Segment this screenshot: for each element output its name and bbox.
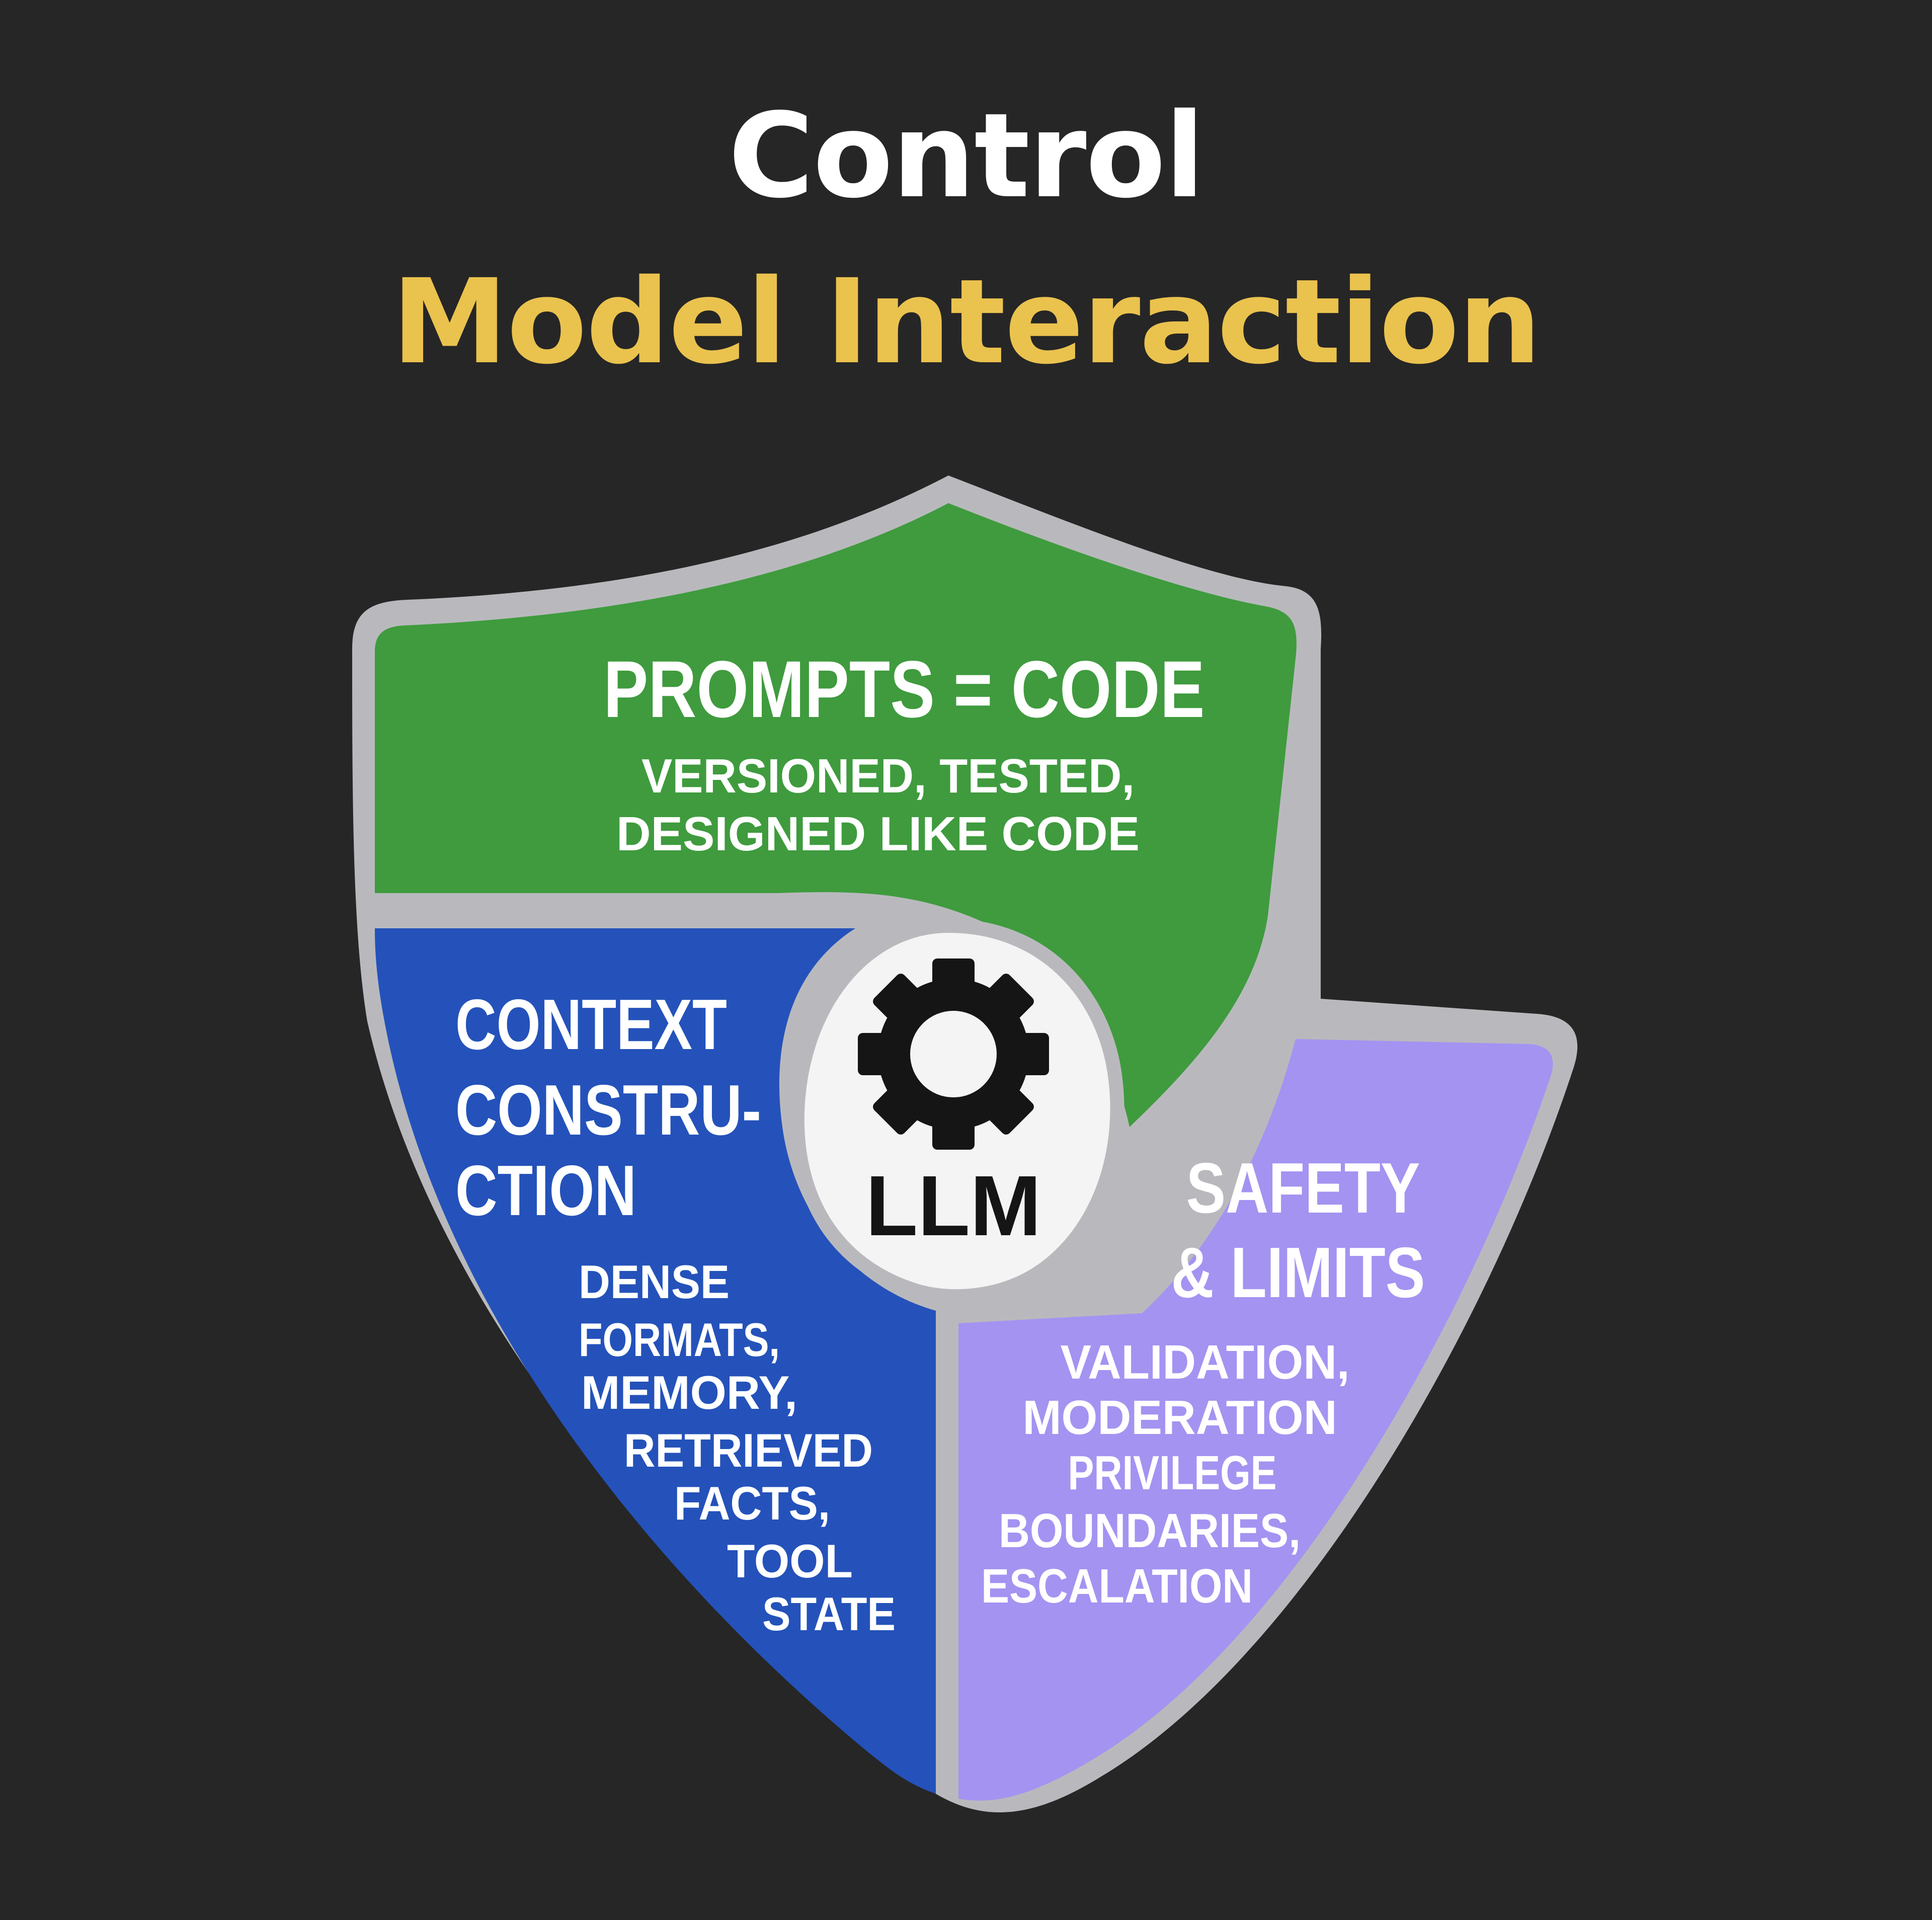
- context-body-line-5: FACTS,: [674, 1477, 830, 1530]
- safety-body-line-2: MODERATION: [1023, 1391, 1337, 1445]
- context-body-line-3: MEMORY,: [581, 1366, 797, 1419]
- gear-icon: [858, 958, 1049, 1150]
- safety-heading-line-1: SAFETY: [1186, 1148, 1420, 1228]
- title-control: Control: [728, 88, 1204, 224]
- safety-body-line-1: VALIDATION,: [1061, 1335, 1350, 1389]
- safety-body-line-5: ESCALATION: [981, 1559, 1253, 1613]
- prompts-body-line-1: VERSIONED, TESTED,: [641, 749, 1135, 803]
- safety-body-line-3: PRIVILEGE: [1068, 1446, 1277, 1500]
- hub-label: LLM: [865, 1158, 1041, 1254]
- safety-body-line-4: BOUNDARIES,: [999, 1504, 1301, 1558]
- prompts-body-line-2: DESIGNED LIKE CODE: [616, 807, 1140, 861]
- context-body-line-1: DENSE: [579, 1255, 730, 1308]
- title-model-interaction: Model Interaction: [391, 254, 1541, 390]
- context-heading-line-1: CONTEXT: [455, 985, 727, 1065]
- context-body-line-4: RETRIEVED: [624, 1424, 873, 1477]
- safety-heading-line-2: & LIMITS: [1171, 1233, 1425, 1313]
- context-heading-line-2: CONSTRU-: [455, 1070, 761, 1150]
- safety-panel: [958, 1039, 1553, 1801]
- context-body-line-7: STATE: [762, 1587, 896, 1640]
- context-body-line-6: TOOL: [727, 1535, 853, 1587]
- context-heading-line-3: CTION: [455, 1151, 636, 1231]
- context-panel: [375, 928, 936, 1794]
- prompts-heading: PROMPTS = CODE: [604, 644, 1205, 734]
- context-body-line-2: FORMATS,: [579, 1313, 780, 1366]
